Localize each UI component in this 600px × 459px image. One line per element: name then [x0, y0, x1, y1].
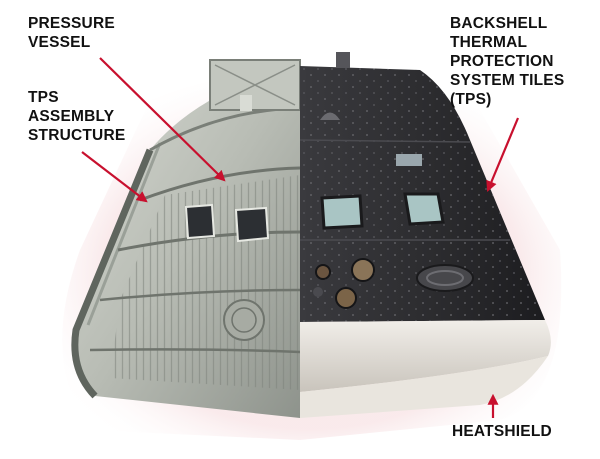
label-line: HEATSHIELD — [452, 423, 552, 440]
label-backshell-tps: BACKSHELL THERMAL PROTECTION SYSTEM TILE… — [450, 14, 564, 109]
tps-assembly-arrow — [81, 151, 148, 203]
left-window-2 — [234, 206, 270, 243]
left-window-1 — [184, 203, 216, 240]
label-line: TPS — [28, 89, 59, 106]
label-line: STRUCTURE — [28, 127, 126, 144]
label-line: PROTECTION — [450, 53, 554, 70]
label-tps-assembly-structure: TPS ASSEMBLY STRUCTURE — [28, 88, 125, 145]
label-line: BACKSHELL — [450, 15, 548, 32]
backshell-tps-tiles-graphic — [299, 52, 545, 322]
label-line: PRESSURE — [28, 15, 115, 32]
heatshield-graphic — [300, 320, 551, 418]
label-heatshield: HEATSHIELD — [452, 422, 552, 441]
label-line: SYSTEM TILES — [450, 72, 565, 89]
label-line: ASSEMBLY — [28, 108, 115, 125]
right-window-2 — [403, 192, 445, 226]
backshell-arrow — [486, 117, 520, 193]
vent-panel — [416, 264, 474, 292]
pressure-vessel-arrow — [99, 57, 226, 182]
right-window-1 — [320, 194, 364, 230]
label-pressure-vessel: PRESSURE VESSEL — [28, 14, 115, 52]
label-line: VESSEL — [28, 34, 91, 51]
tps-assembly-structure-graphic — [71, 59, 301, 418]
label-line: THERMAL — [450, 34, 528, 51]
label-line: (TPS) — [450, 91, 492, 108]
